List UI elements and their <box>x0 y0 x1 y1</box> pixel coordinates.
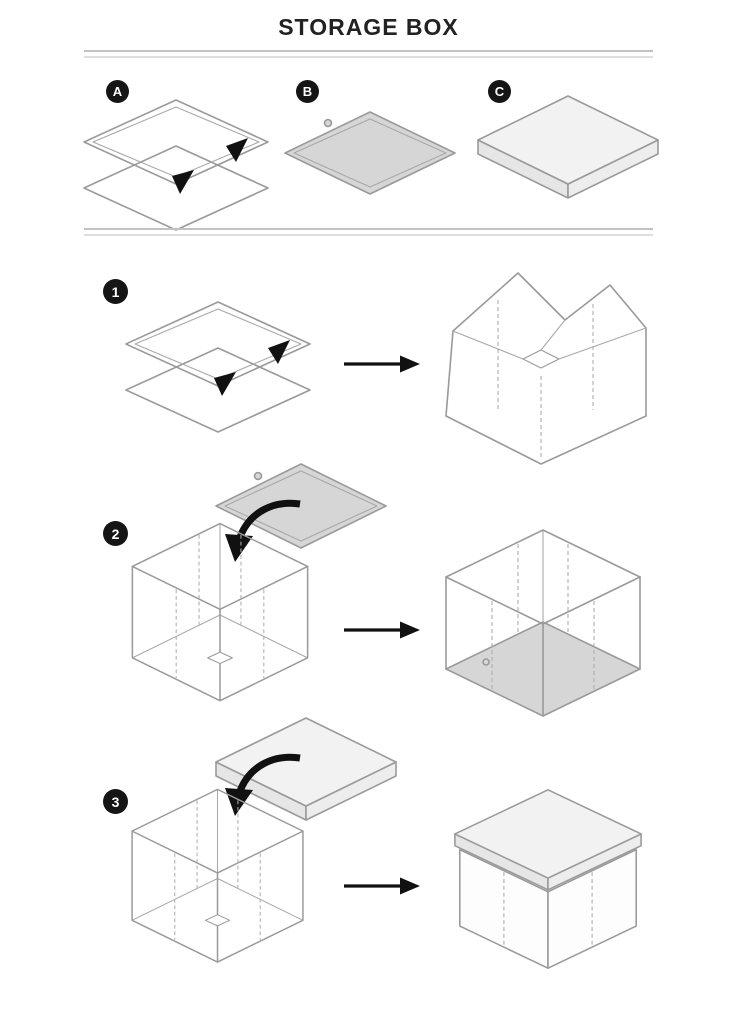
bottom-sheet <box>83 145 269 231</box>
curved-arrow-shaft <box>235 499 301 542</box>
part-a-badge: A <box>106 80 129 103</box>
arrow-head <box>400 877 420 895</box>
step-3-badge: 3 <box>103 789 128 814</box>
arrow-head <box>400 355 420 373</box>
lid-panel-icon <box>215 717 397 821</box>
step-1-badge: 1 <box>103 279 128 304</box>
bottom-sheet <box>125 347 311 433</box>
separator-line <box>84 56 653 58</box>
insert-curved-arrow-icon <box>225 753 301 816</box>
insert-curved-arrow-icon <box>225 499 301 562</box>
separator-line <box>84 234 653 236</box>
lid-top-face <box>454 789 642 879</box>
folded-fabric-panels-icon <box>83 99 269 231</box>
unfolded-box-icon <box>445 272 647 465</box>
fold-arrow-icon <box>268 340 290 364</box>
fold-lines <box>497 300 594 460</box>
closed-box-icon <box>454 789 642 969</box>
floor-slot <box>207 651 233 665</box>
step-arrow-icon <box>344 621 420 639</box>
folded-panels-icon <box>125 301 311 433</box>
pull-tab <box>482 658 490 666</box>
open-box-icon <box>131 522 309 702</box>
arrow-head <box>400 621 420 639</box>
base-panel-face <box>284 111 456 195</box>
separator-parts <box>84 228 653 236</box>
fold-arrow-icon <box>226 138 248 162</box>
floor-slot <box>204 914 231 927</box>
step-arrow-icon <box>344 355 420 373</box>
curved-arrow-head <box>225 788 253 816</box>
lid-top-face <box>477 95 659 185</box>
pull-tab <box>253 471 263 481</box>
part-b-badge: B <box>296 80 319 103</box>
box-with-base-installed-icon <box>445 529 641 717</box>
gray-base-panel-icon <box>215 463 387 549</box>
fold-arrow-icon <box>214 372 236 396</box>
separator-top <box>84 50 653 58</box>
curved-arrow-shaft <box>235 753 301 796</box>
top-sheet-inner-edge <box>92 106 260 178</box>
fold-lines <box>503 872 593 946</box>
interior-fold-edges <box>452 319 647 360</box>
gray-base-panel-icon <box>284 111 456 195</box>
box-outer-edges <box>445 576 641 717</box>
part-c-badge: C <box>488 80 511 103</box>
top-sheet-inner-edge <box>134 308 302 380</box>
lid-panel-icon <box>477 95 659 199</box>
base-panel-inner-edge <box>293 118 447 188</box>
pull-tab <box>323 118 333 128</box>
base-panel-inner-edge <box>224 470 378 542</box>
center-slot <box>522 349 560 369</box>
step-2-badge: 2 <box>103 521 128 546</box>
step-arrow-icon <box>344 877 420 895</box>
open-box-icon <box>131 788 304 963</box>
base-panel-face <box>215 463 387 549</box>
curved-arrow-head <box>225 534 253 562</box>
fold-lines <box>491 544 595 690</box>
fold-arrow-icon <box>172 170 194 194</box>
separator-line <box>84 228 653 230</box>
lid-top-face <box>215 717 397 807</box>
unfolding-box-outline <box>445 272 647 465</box>
page-title: STORAGE BOX <box>278 14 459 40</box>
separator-line <box>84 50 653 52</box>
